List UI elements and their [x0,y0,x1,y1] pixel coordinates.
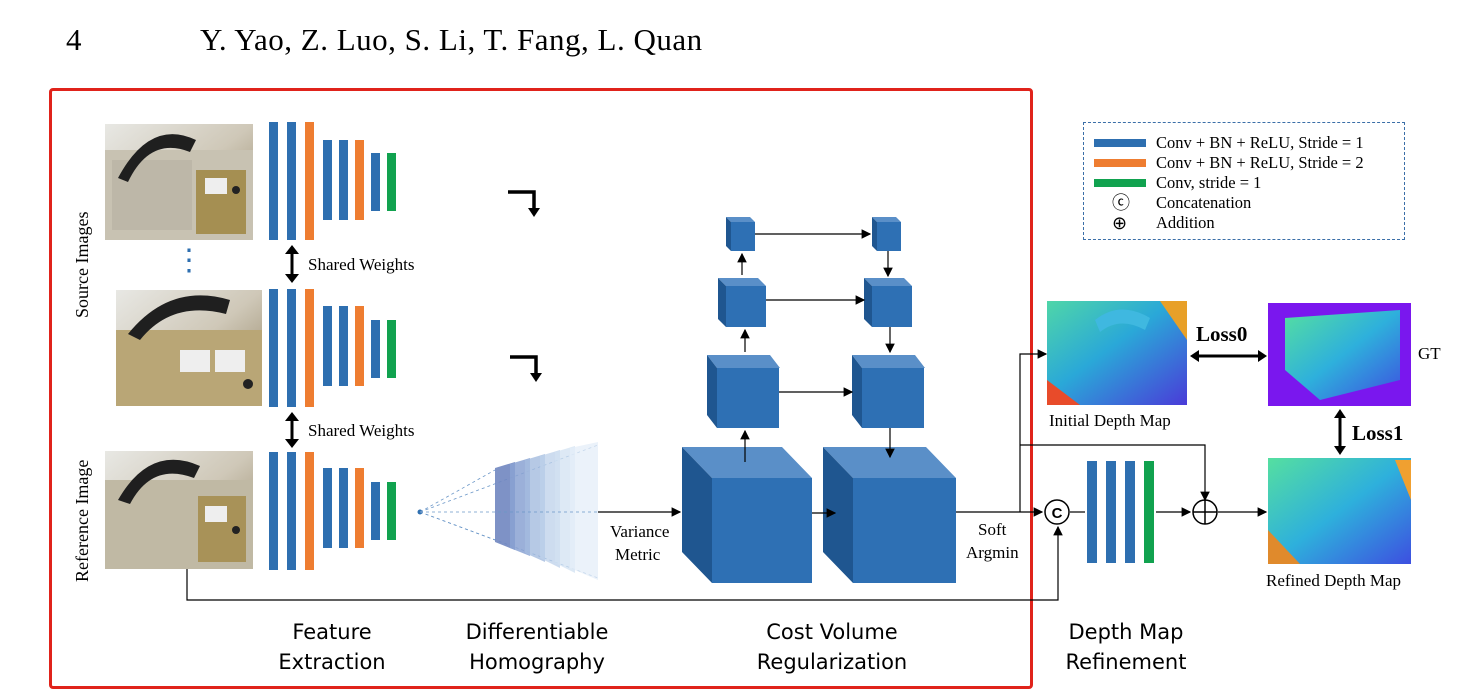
stage-homography: Differentiable Homography [446,617,628,677]
shared-weights-label-1: Shared Weights [308,255,415,274]
cost-cube-tiny-left [726,217,755,251]
legend-label: Conv, stride = 1 [1156,173,1262,192]
source-images-label: Source Images [72,211,92,318]
stage-cost-volume: Cost Volume Regularization [742,617,922,677]
initial-depth-map [1047,301,1187,405]
concat-node: C [1044,499,1070,525]
cost-volume-arrows [737,229,895,518]
page-number: 4 [66,22,82,57]
legend-label: Conv + BN + ReLU, Stride = 1 [1156,133,1364,152]
stage-line: Cost Volume [766,620,898,644]
cost-cube-big-right [823,447,956,583]
legend-swatch-orange [1094,159,1146,167]
source-image-1 [105,124,253,240]
refined-depth-map-label: Refined Depth Map [1266,571,1402,590]
variance-label-2: Metric [615,545,661,564]
stage-line: Refinement [1065,650,1187,674]
shared-weights-label-2: Shared Weights [308,421,415,440]
add-icon: ⊕ [1112,213,1128,233]
warp-arrow-1 [508,190,540,217]
stage-line: Feature [292,620,372,644]
stage-line: Homography [469,650,605,674]
soft-argmin-label-2: Argmin [966,543,1019,562]
loss0-label: Loss0 [1196,322,1248,346]
gt-label: GT [1418,344,1441,363]
shared-weights-arrow-2 [285,412,299,448]
cost-cube-mid-right [852,355,925,428]
initial-depth-map-label: Initial Depth Map [1049,411,1171,430]
cost-cube-tiny-right [872,217,901,251]
feature-net-ref [269,452,396,570]
cost-cube-big-left [682,447,812,583]
loss1-arrow [1334,409,1346,455]
shared-weights-arrow-1 [285,245,299,283]
feature-net-mid [269,289,396,407]
cost-cube-small-right [864,278,912,327]
more-images-dots: ⋮ [174,244,204,277]
depth-flow-lines [186,349,1268,601]
warp-arrow-2 [510,355,542,382]
reference-image [105,451,253,569]
stage-refinement: Depth Map Refinement [1054,617,1198,677]
refinement-net [1087,461,1154,563]
legend-swatch-blue [1094,139,1146,147]
cost-cube-mid-left [707,355,780,428]
homography-volume [417,442,599,580]
cost-cube-small-left [718,278,766,327]
authors-line: Y. Yao, Z. Luo, S. Li, T. Fang, L. Quan [200,22,703,57]
stage-line: Differentiable [465,620,609,644]
legend-swatch-green [1094,179,1146,187]
mvsnet-frame [49,88,1033,689]
variance-label-1: Variance [610,522,670,541]
gt-depth-map [1268,303,1411,406]
stage-line: Depth Map [1068,620,1184,644]
legend-label: Concatenation [1156,193,1252,212]
soft-argmin-label-1: Soft [978,520,1007,539]
reference-image-label: Reference Image [72,459,92,582]
concat-icon: ⓒ [1112,193,1130,213]
stage-line: Regularization [756,650,908,674]
legend-label: Conv + BN + ReLU, Stride = 2 [1156,153,1364,172]
legend-box: Conv + BN + ReLU, Stride = 1 Conv + BN +… [1083,122,1405,240]
feature-net-top [269,122,396,240]
legend-label: Addition [1156,213,1215,232]
stage-line: Extraction [278,650,386,674]
add-node [1192,499,1218,525]
refined-depth-map [1268,458,1411,564]
loss0-arrow [1190,350,1267,362]
source-image-2 [116,290,262,406]
svg-text:C: C [1052,505,1063,522]
loss1-label: Loss1 [1352,421,1404,445]
stage-feature-extraction: Feature Extraction [262,617,402,677]
